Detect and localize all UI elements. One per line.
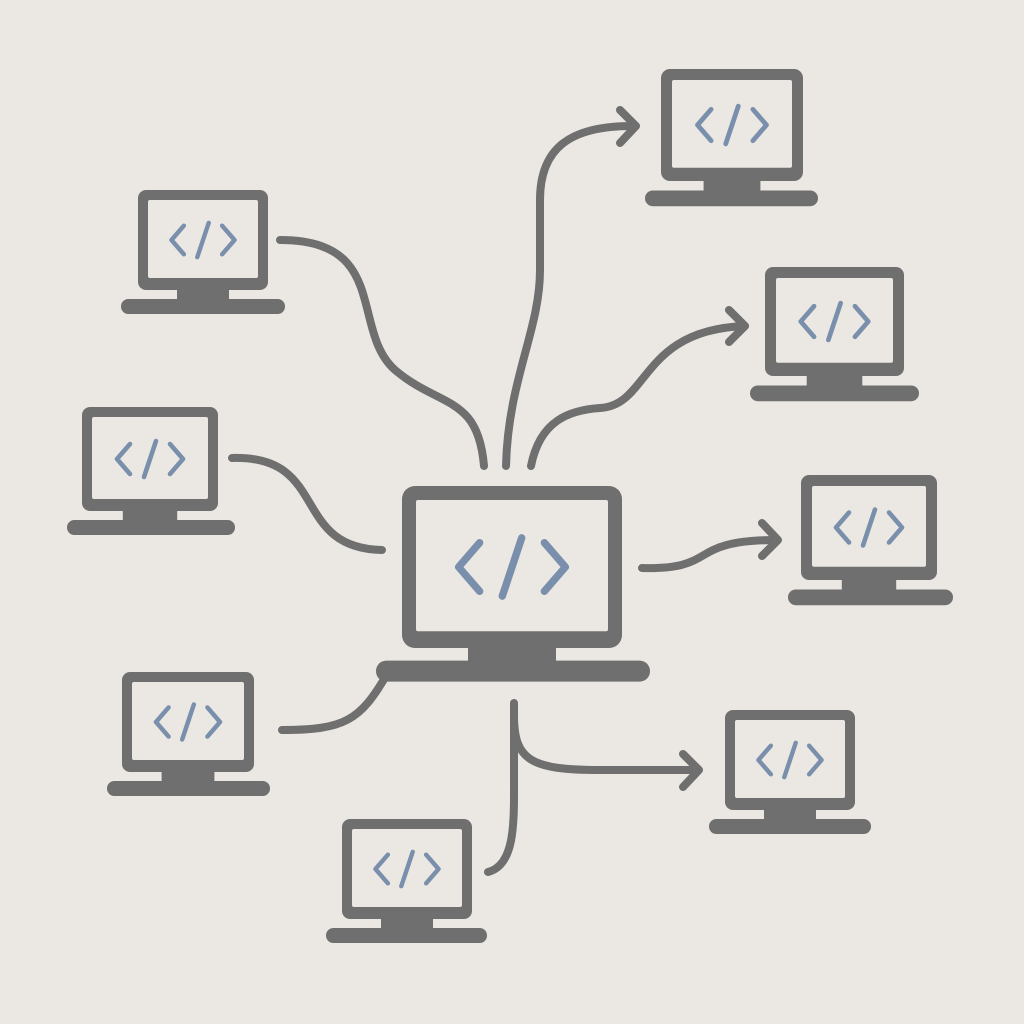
arrowhead-icon: [758, 519, 782, 560]
laptop-left-2: [67, 407, 235, 535]
laptop-base: [788, 589, 953, 606]
laptop-central: [376, 486, 650, 682]
laptop-base: [750, 385, 919, 402]
code-brackets-icon: [695, 103, 769, 147]
arrowhead-icon: [725, 306, 749, 346]
laptop-hinge: [764, 808, 816, 822]
laptop-right-2: [750, 267, 919, 402]
code-brackets-icon: [114, 438, 186, 480]
arrowhead-icon: [679, 750, 703, 791]
laptop-base: [645, 190, 818, 207]
connector-left-1: [276, 236, 488, 470]
connector-left-3: [278, 672, 390, 734]
connector-right-4: [510, 711, 702, 774]
code-brackets-icon: [798, 300, 871, 343]
laptop-right-3: [788, 475, 953, 606]
laptop-base: [376, 660, 650, 682]
laptop-hinge: [841, 578, 897, 593]
laptop-hinge: [122, 509, 178, 523]
laptop-base: [121, 299, 285, 314]
arrowheads: [616, 106, 782, 791]
connector-right-3: [638, 536, 781, 573]
laptop-right-1: [645, 69, 818, 207]
code-brackets-icon: [153, 702, 223, 742]
laptop-left-3: [107, 672, 270, 796]
connector-bottom: [484, 699, 519, 876]
laptop-left-1: [121, 190, 285, 314]
laptop-hinge: [806, 374, 863, 389]
laptop-base: [67, 520, 235, 535]
laptop-hinge: [703, 179, 761, 194]
laptop-base: [107, 781, 270, 796]
code-brackets-icon: [454, 534, 570, 600]
connectors: [228, 122, 781, 876]
connector-left-2: [228, 453, 386, 554]
laptops: [67, 69, 953, 943]
connector-right-2: [527, 322, 749, 470]
laptop-base: [709, 819, 871, 834]
laptop-hinge: [161, 770, 215, 784]
code-brackets-icon: [833, 507, 905, 548]
laptop-base: [326, 928, 487, 943]
laptop-hinge: [177, 288, 229, 302]
laptop-hinge: [381, 917, 433, 931]
laptop-right-4: [709, 710, 871, 834]
code-brackets-icon: [756, 740, 824, 780]
code-brackets-icon: [373, 849, 441, 889]
laptop-bottom: [326, 819, 487, 943]
connector-right-1: [502, 122, 636, 470]
code-brackets-icon: [169, 220, 237, 260]
arrowhead-icon: [616, 106, 640, 147]
